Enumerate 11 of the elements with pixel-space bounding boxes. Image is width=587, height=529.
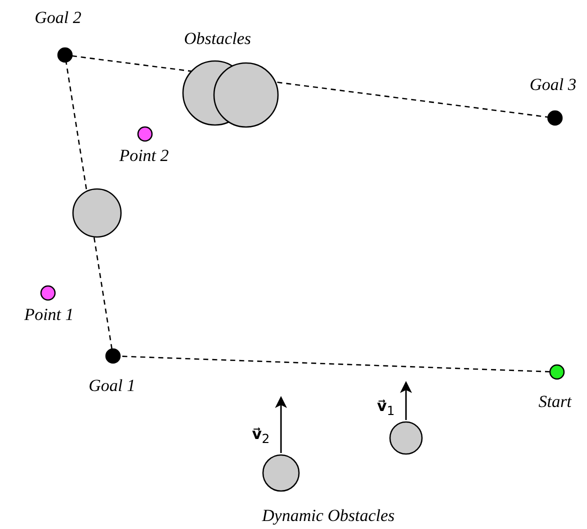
- group-label: Obstacles: [184, 29, 252, 49]
- velocity-label: v⃗$_{1}$: [377, 396, 395, 420]
- point-label: Goal 1: [88, 376, 136, 396]
- point-label: Point 1: [23, 305, 75, 325]
- point-label: Start: [537, 392, 573, 412]
- point-label: Point 2: [118, 146, 170, 166]
- point-label: Goal 2: [34, 8, 82, 28]
- dashed-path-line: [120, 356, 550, 372]
- point-label: Goal 3: [528, 75, 578, 95]
- group-label: Dynamic Obstacles: [262, 506, 395, 526]
- velocity-label: v⃗$_{2}$: [252, 424, 270, 448]
